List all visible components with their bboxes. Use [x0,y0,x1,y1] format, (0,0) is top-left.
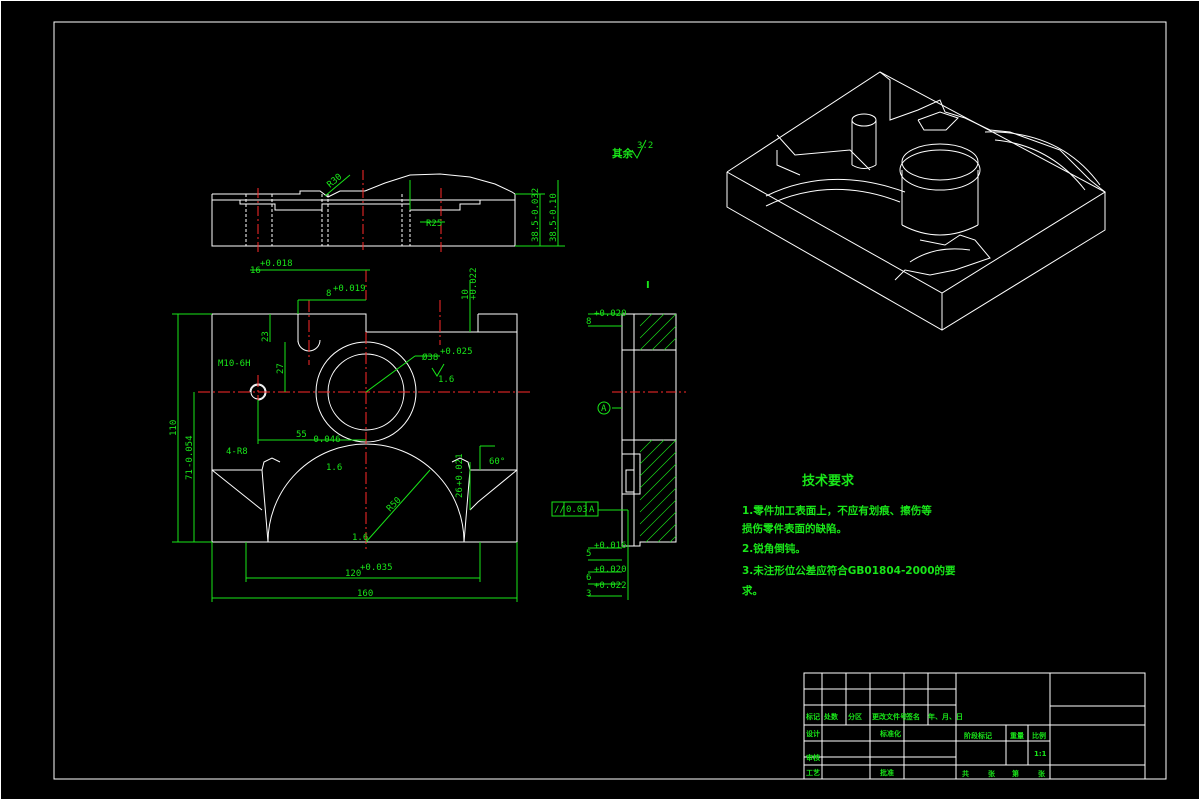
tb-label-sign: 签名 [905,712,920,721]
dim-r8: 4-R8 [226,447,248,457]
side-dim-3: 3 [586,589,591,599]
inner-frame [53,21,1167,780]
dim-8-tol: +0.019 [333,284,366,294]
dim-110: 110 [169,420,179,436]
roughness-value: 3.2 [637,141,653,151]
isometric-view [726,71,1107,331]
side-dim-8: 8 [586,317,591,327]
dim-10: 10 [461,289,471,300]
section-mark: I [646,280,650,291]
dim-27: 27 [276,363,286,374]
rough-1-6-b: 1.6 [352,533,368,543]
tb-sheet-no: 第 [1012,769,1019,778]
dim-60-deg: 60° [489,457,505,467]
dim-16: 16 [250,266,261,276]
dim-71: 71 [185,469,195,480]
surface-note: 其余 [612,147,633,160]
tech-req-line-4: 3.未注形位公差应符合GB01804-2000的要 [742,564,956,577]
roughness-symbol [431,363,445,377]
tech-req-line-1: 1.零件加工表面上，不应有划痕、擦伤等 [742,504,932,517]
dim-120-tol: +0.035 [360,563,393,573]
front-view-dimensions [172,269,518,602]
dim-r50: R50 [385,496,404,515]
top-view-centerlines [257,170,442,252]
dim-thread: M10-6H [218,359,251,369]
dim-26-tol: +0.021 [455,453,465,486]
tb-label-doc: 更改文件号 [872,712,907,721]
rough-1-6-c: 1.6 [326,463,342,473]
tb-design: 设计 [806,729,820,738]
dim-bore: Ø38 [422,352,438,363]
dim-55: 55 [296,430,307,440]
dim-23: 23 [261,331,271,342]
tb-sheet-unit-b: 张 [1038,769,1046,778]
side-dim-5: 5 [586,549,591,559]
top-view-hidden [245,194,411,246]
tolerance-frame [551,501,599,517]
tb-sheet-total: 共 [962,769,969,778]
tb-sheet-unit-a: 张 [988,769,996,778]
rough-1-6: 1.6 [438,375,454,385]
side-dim-8-tol: +0.020 [594,309,627,319]
roughness-symbol [631,139,647,160]
top-view [211,173,516,247]
tb-process: 工艺 [806,768,820,777]
tolerance-value: 0.03 [566,505,588,515]
dim-8: 8 [326,289,331,299]
datum-circle [597,401,611,415]
dim-38-5-a: 38.5-0.032 [531,188,541,242]
top-view-dimensions [324,174,565,247]
side-view-dims [588,313,629,600]
tb-label-date: 年、月、日 [928,712,963,721]
dim-160: 160 [357,589,373,599]
tb-label-count: 处数 [823,712,839,721]
datum-label: A [601,404,607,414]
tb-scale-value: 1:1 [1034,750,1047,758]
tolerance-symbol: // [554,505,565,515]
side-dim-3-tol: +0.022 [594,581,627,591]
tech-req-line-3: 2.锐角倒钝。 [742,542,806,555]
title-block [803,672,1146,780]
dim-bore-tol: +0.025 [440,347,473,357]
tb-scale: 比例 [1032,731,1046,740]
dim-r25: R25 [426,219,442,229]
tb-stage-mark: 阶段标记 [964,731,992,740]
side-dim-6-tol: +0.020 [594,565,627,575]
tb-standardize: 标准化 [879,729,901,738]
tb-weight: 重量 [1010,731,1024,740]
dim-26: 26 [455,487,465,498]
tb-label-zone: 分区 [848,712,862,721]
side-view-hatch [639,313,677,543]
dim-10-tol: +0.022 [469,267,479,300]
tb-review: 审核 [806,753,820,762]
tb-approve: 批准 [880,768,894,777]
tb-label-mark: 标记 [805,712,820,721]
side-view [621,313,677,547]
tech-req-line-5: 求。 [742,584,763,597]
tech-req-line-2: 损伤零件表面的缺陷。 [742,522,847,535]
dim-r30: R30 [326,172,345,190]
dim-120: 120 [345,569,361,579]
tech-req-title: 技术要求 [802,473,855,489]
dim-16-tol: +0.018 [260,259,293,269]
side-dim-5-tol: +0.016 [594,541,627,551]
dim-55-tol: -0.046 [308,435,341,445]
dim-71-tol: -0.054 [185,435,195,468]
front-view-centerlines [198,270,530,552]
side-dim-6: 6 [586,573,591,583]
dim-38-5-b: 38.5-0.10 [549,193,559,242]
tolerance-datum: A [589,505,595,515]
